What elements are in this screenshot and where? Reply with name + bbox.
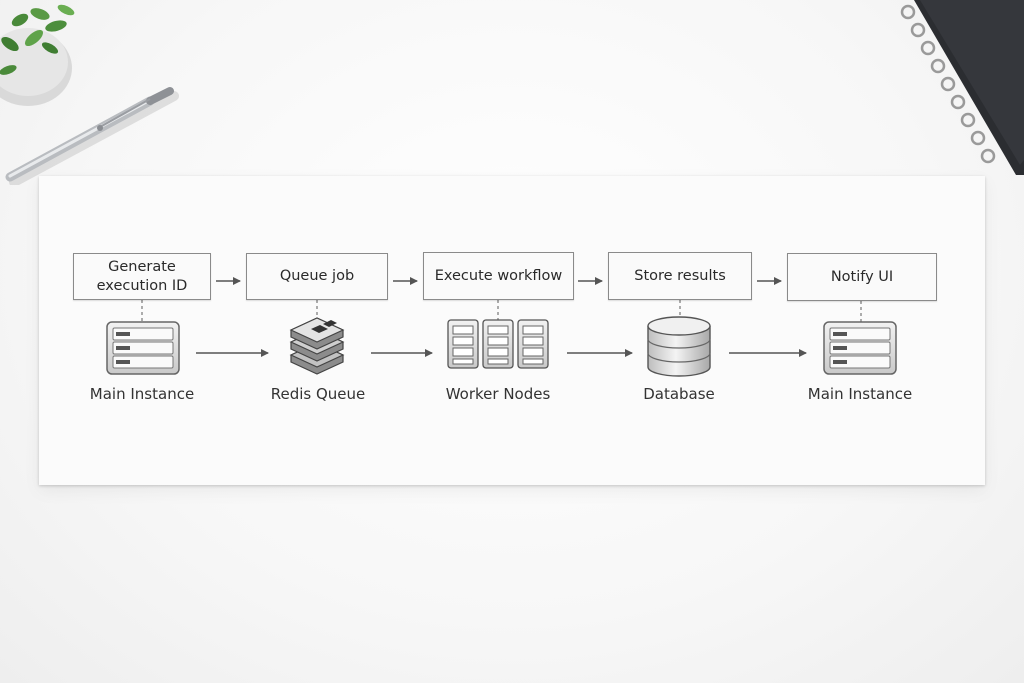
server-icon [823,321,897,375]
database-icon [647,316,711,377]
component-label-worker-nodes: Worker Nodes [445,385,551,403]
notebook-decoration [900,0,1024,175]
redis-stack-icon [289,317,345,375]
component-label-database: Database [643,385,715,403]
step-store-results: Store results [608,252,752,300]
component-label-main-instance: Main Instance [89,385,195,403]
step-notify-ui: Notify UI [787,253,937,301]
plant-pot-decoration [0,4,75,106]
component-label-main-instance-notify: Main Instance [807,385,913,403]
step-generate-execution-id: Generate execution ID [73,253,211,300]
worker-servers-icon [447,319,549,369]
pen-decoration [5,87,179,185]
component-label-redis-queue: Redis Queue [270,385,366,403]
server-icon [106,321,180,375]
step-execute-workflow: Execute workflow [423,252,574,300]
step-queue-job: Queue job [246,253,388,300]
